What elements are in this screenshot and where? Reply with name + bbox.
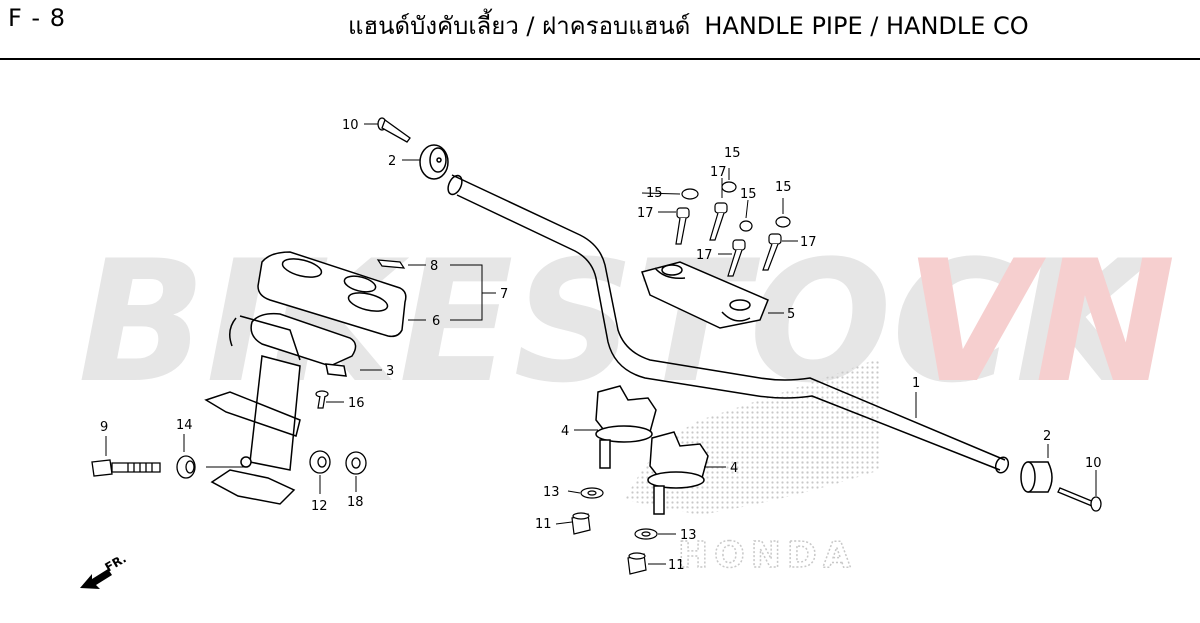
callout-1: 1 bbox=[912, 376, 920, 391]
washer-15-a bbox=[681, 188, 699, 200]
callout-15-d: 15 bbox=[775, 180, 792, 195]
callout-15-c: 15 bbox=[740, 187, 757, 202]
watermark-text-accent: VN bbox=[905, 224, 1176, 420]
handle-cover bbox=[257, 251, 407, 338]
callout-7: 7 bbox=[500, 287, 508, 302]
callout-2-right: 2 bbox=[1043, 429, 1051, 444]
front-direction-arrow: FR. bbox=[80, 551, 129, 589]
callout-6: 6 bbox=[432, 314, 440, 329]
nut-11-a bbox=[571, 512, 591, 535]
bolt-10-left bbox=[377, 117, 411, 143]
grip-end-weight-right bbox=[1020, 461, 1053, 493]
leader-lines bbox=[105, 123, 1097, 565]
title-thai: แฮนด์บังคับเลี้ยว / ฝาครอบแฮนด์ bbox=[348, 12, 691, 40]
callout-17-c: 17 bbox=[800, 235, 817, 250]
callout-13-right: 13 bbox=[680, 528, 697, 543]
callout-11-right: 11 bbox=[668, 558, 685, 573]
bolt-17-c bbox=[727, 239, 746, 277]
washer-13-b bbox=[634, 528, 658, 540]
callout-17-a: 17 bbox=[710, 165, 727, 180]
callout-14: 14 bbox=[176, 418, 193, 433]
washer-15-b bbox=[721, 181, 737, 193]
rubber-18 bbox=[345, 451, 367, 475]
bushing-12 bbox=[309, 450, 331, 474]
page-title: แฮนด์บังคับเลี้ยว / ฝาครอบแฮนด์ HANDLE PI… bbox=[348, 6, 1029, 45]
callouts: 10 2 8 7 6 3 16 9 14 12 18 15 17 15 15 1… bbox=[100, 118, 1102, 573]
collar-14 bbox=[176, 455, 196, 479]
bolt-9 bbox=[91, 459, 161, 477]
washer-15-c bbox=[739, 220, 753, 232]
title-english: HANDLE PIPE / HANDLE CO bbox=[704, 12, 1029, 40]
watermark: BIKESTOCK VN bbox=[78, 224, 1176, 420]
screw-16 bbox=[315, 390, 329, 409]
page-header: F - 8 แฮนด์บังคับเลี้ยว / ฝาครอบแฮนด์ HAN… bbox=[0, 0, 1200, 58]
callout-17-d: 17 bbox=[696, 248, 713, 263]
callout-17-b: 17 bbox=[637, 206, 654, 221]
callout-15-b: 15 bbox=[646, 186, 663, 201]
lower-holder-left bbox=[595, 385, 657, 469]
callout-5: 5 bbox=[787, 307, 795, 322]
callout-11-left: 11 bbox=[535, 517, 552, 532]
callout-3: 3 bbox=[386, 364, 394, 379]
callout-8: 8 bbox=[430, 259, 438, 274]
callout-4-left: 4 bbox=[561, 424, 569, 439]
callout-12: 12 bbox=[311, 499, 328, 514]
callout-16: 16 bbox=[348, 396, 365, 411]
cover-seal-8 bbox=[376, 259, 406, 269]
callout-18: 18 bbox=[347, 495, 364, 510]
lower-holder-right bbox=[647, 431, 709, 515]
callout-4-right: 4 bbox=[730, 461, 738, 476]
washer-15-d bbox=[775, 216, 791, 228]
callout-10-right: 10 bbox=[1085, 456, 1102, 471]
page-code: F - 8 bbox=[8, 4, 66, 32]
washer-13-a bbox=[580, 487, 604, 499]
callout-13-left: 13 bbox=[543, 485, 560, 500]
header-divider bbox=[0, 58, 1200, 60]
front-direction-label: FR. bbox=[103, 551, 129, 574]
callout-10-left: 10 bbox=[342, 118, 359, 133]
upper-holder bbox=[641, 261, 769, 329]
bolt-17-b bbox=[709, 202, 728, 241]
handle-pipe bbox=[447, 174, 1010, 474]
callout-9: 9 bbox=[100, 420, 108, 435]
bolt-17-d bbox=[762, 233, 782, 271]
callout-2-left: 2 bbox=[388, 154, 396, 169]
grip-end-weight-left bbox=[419, 144, 449, 180]
honda-logo-text: HONDA bbox=[678, 535, 857, 576]
bolt-10-right bbox=[1057, 487, 1102, 512]
stand-assembly bbox=[204, 312, 357, 505]
bolt-17-a bbox=[675, 207, 690, 245]
nut-11-b bbox=[627, 552, 647, 575]
callout-15-a: 15 bbox=[724, 146, 741, 161]
